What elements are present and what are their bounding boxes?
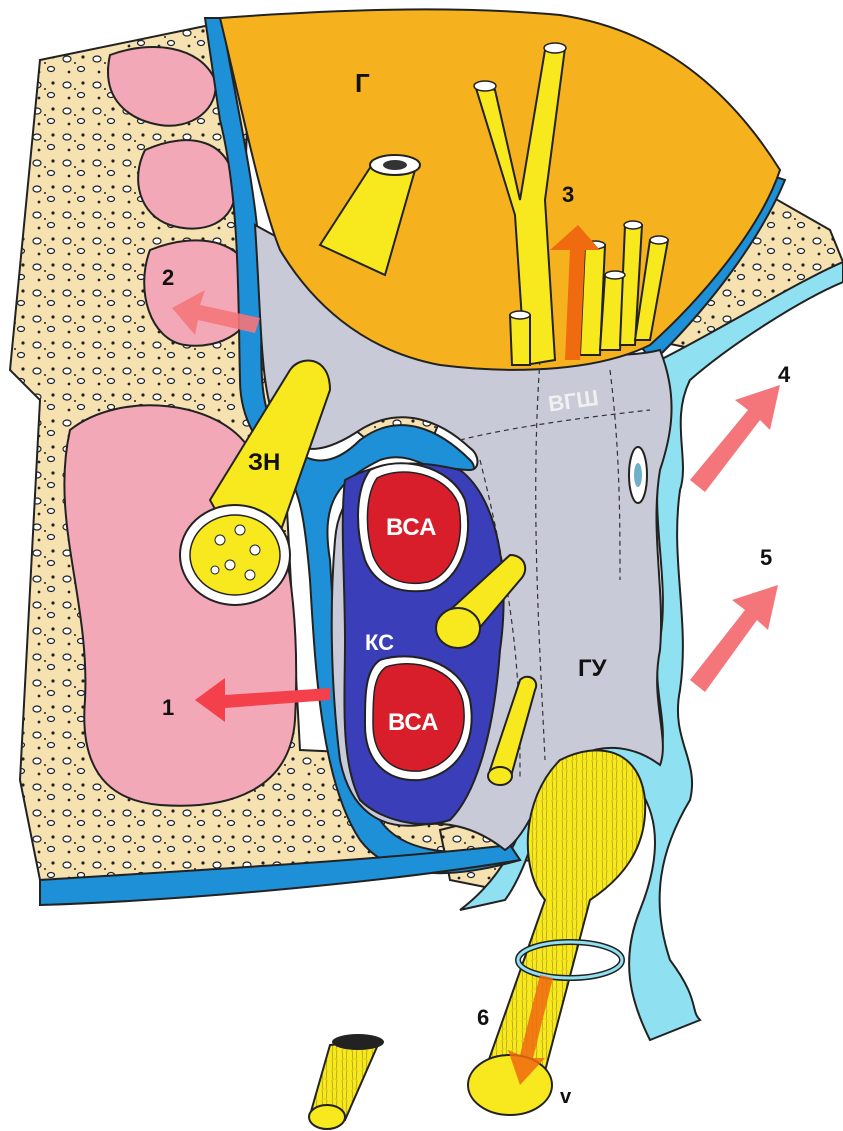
stalk-cylinder-lumen xyxy=(383,160,407,170)
arrow-6-number: 6 xyxy=(477,1005,489,1030)
label-v: v xyxy=(560,1086,572,1108)
optic-nerve-section xyxy=(190,515,280,595)
nerve-abducens-end xyxy=(436,608,480,648)
label-vsa-bottom: ВСА xyxy=(388,709,438,736)
arrow-2-number: 2 xyxy=(162,265,174,290)
small-foramen-inner xyxy=(634,463,642,487)
label-gu: ГУ xyxy=(578,655,608,682)
arrow-4-number: 4 xyxy=(778,362,791,387)
arrow-5-number: 5 xyxy=(760,545,772,570)
label-ks: КС xyxy=(365,630,394,655)
nerve-end-2 xyxy=(544,43,566,53)
nerve-stump-end xyxy=(309,1105,345,1129)
label-zn: ЗН xyxy=(248,449,280,476)
arrow-3-number: 3 xyxy=(562,182,574,207)
arrow-4 xyxy=(690,385,780,492)
label-vsa-top: ВСА xyxy=(386,514,436,541)
arrow-1-number: 1 xyxy=(162,695,174,720)
arrow-5 xyxy=(690,585,778,692)
nerve-stump-top xyxy=(332,1034,384,1050)
sinus-upper-mid xyxy=(138,140,235,228)
nerve-lower-end xyxy=(488,767,512,785)
label-g: Г xyxy=(355,68,370,98)
nerve-end-1 xyxy=(474,81,496,91)
